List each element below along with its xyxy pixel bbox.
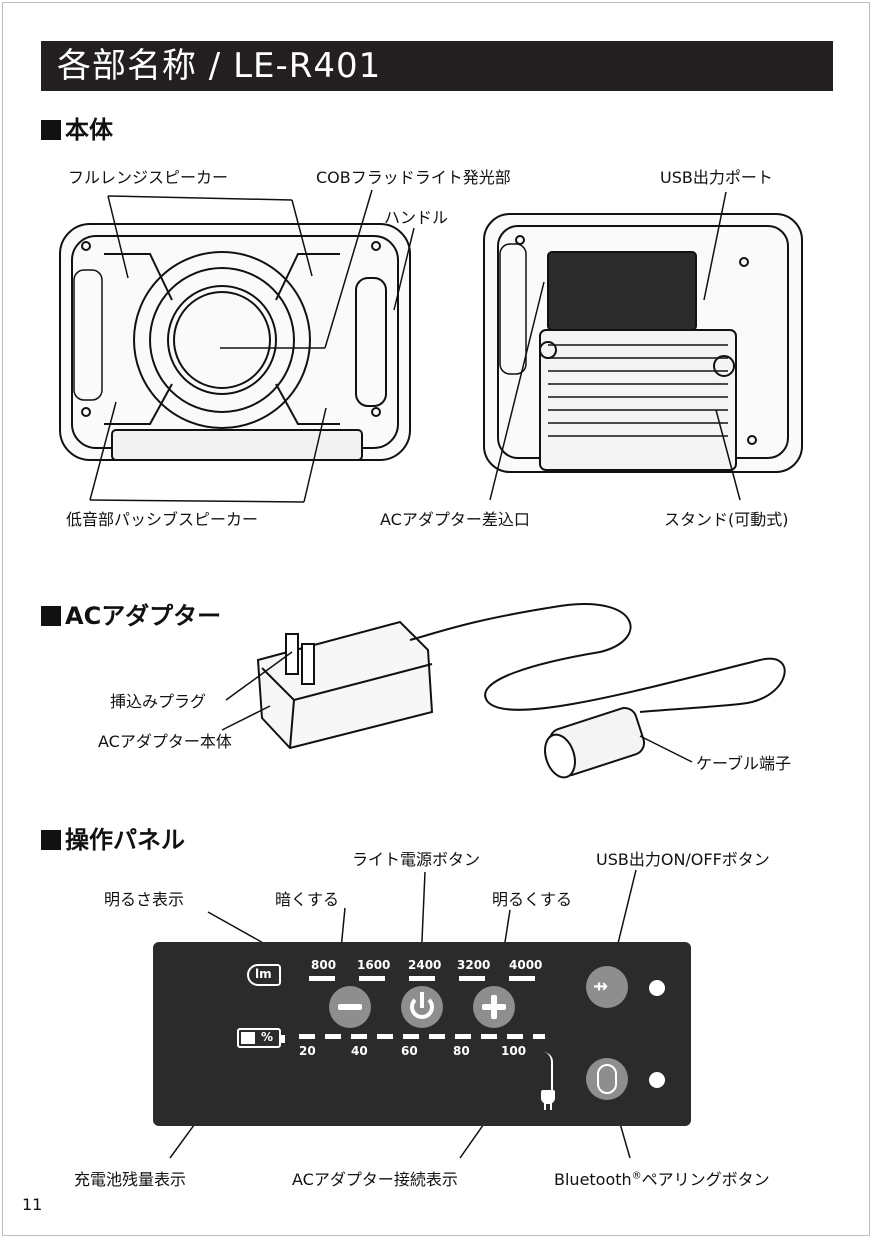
square-bullet-icon xyxy=(41,830,61,850)
light-power-button[interactable] xyxy=(401,986,443,1028)
label-cob-light: COBフラッドライト発光部 xyxy=(316,168,511,187)
label-handle: ハンドル xyxy=(384,208,449,227)
plus-icon-vertical xyxy=(491,995,497,1019)
label-power-button: ライト電源ボタン xyxy=(352,850,481,869)
front-view-drawing xyxy=(59,223,411,461)
bluetooth-icon xyxy=(597,1064,617,1094)
label-adapter-body: ACアダプター本体 xyxy=(98,732,232,751)
lumen-tick-3200: 3200 xyxy=(457,958,491,972)
label-usb-port: USB出力ポート xyxy=(660,168,773,187)
darker-button[interactable] xyxy=(329,986,371,1028)
battery-tick-40: 40 xyxy=(351,1044,368,1058)
battery-icon: % xyxy=(237,1028,285,1048)
minus-icon xyxy=(338,1004,362,1010)
battery-tick-20: 20 xyxy=(299,1044,316,1058)
bulb-icon: lm xyxy=(247,964,281,986)
section-heading-body: 本体 xyxy=(41,110,113,145)
plug-cord xyxy=(539,1052,553,1090)
control-panel: lm 800 1600 2400 3200 4000 % 20 40 60 80… xyxy=(153,942,691,1126)
square-bullet-icon xyxy=(41,120,61,140)
label-stand: スタンド(可動式) xyxy=(664,510,789,529)
usb-output-button[interactable]: ⇸ xyxy=(586,966,628,1008)
label-usb-button: USB出力ON/OFFボタン xyxy=(596,850,770,869)
page-number: 11 xyxy=(22,1195,43,1214)
lumen-tick-1600: 1600 xyxy=(357,958,391,972)
bluetooth-pairing-button[interactable] xyxy=(586,1058,628,1100)
label-cable-end: ケーブル端子 xyxy=(696,754,792,773)
label-darker: 暗くする xyxy=(275,890,340,909)
power-icon-stem xyxy=(420,992,424,1008)
lumen-tick-800: 800 xyxy=(311,958,337,972)
label-battery: 充電池残量表示 xyxy=(74,1170,187,1189)
label-plug: 挿込みプラグ xyxy=(110,692,207,711)
lumen-tick-4000: 4000 xyxy=(509,958,543,972)
battery-fill xyxy=(241,1032,255,1044)
lumen-indicator-bar xyxy=(309,976,539,981)
lumen-tick-2400: 2400 xyxy=(408,958,442,972)
plug-icon xyxy=(541,1090,555,1110)
brighter-button[interactable] xyxy=(473,986,515,1028)
battery-tick-80: 80 xyxy=(453,1044,470,1058)
section-heading-panel: 操作パネル xyxy=(41,820,185,855)
section-heading-adapter: ACアダプター xyxy=(41,596,221,631)
adapter-drawing xyxy=(256,603,786,779)
square-bullet-icon xyxy=(41,606,61,626)
battery-terminal xyxy=(281,1035,285,1043)
page-title: 各部名称 / LE-R401 xyxy=(41,41,833,91)
battery-tick-60: 60 xyxy=(401,1044,418,1058)
label-passive-speaker: 低音部パッシブスピーカー xyxy=(66,510,259,529)
battery-tick-100: 100 xyxy=(501,1044,527,1058)
label-ac-inlet: ACアダプター差込口 xyxy=(380,510,530,529)
label-fullrange-speaker: フルレンジスピーカー xyxy=(68,168,229,187)
usb-status-led xyxy=(649,980,665,996)
rear-view-drawing xyxy=(483,213,803,473)
label-ac-connection: ACアダプター接続表示 xyxy=(292,1170,458,1189)
battery-indicator-bar xyxy=(299,1034,545,1039)
plug-pin-right xyxy=(550,1102,552,1110)
usb-icon: ⇸ xyxy=(593,976,609,997)
bluetooth-status-led xyxy=(649,1072,665,1088)
label-brightness: 明るさ表示 xyxy=(104,890,185,909)
power-icon xyxy=(410,995,434,1019)
plug-pin-left xyxy=(544,1102,546,1110)
label-brighter: 明るくする xyxy=(492,890,573,909)
label-bluetooth: Bluetooth®ペアリングボタン xyxy=(554,1170,770,1189)
